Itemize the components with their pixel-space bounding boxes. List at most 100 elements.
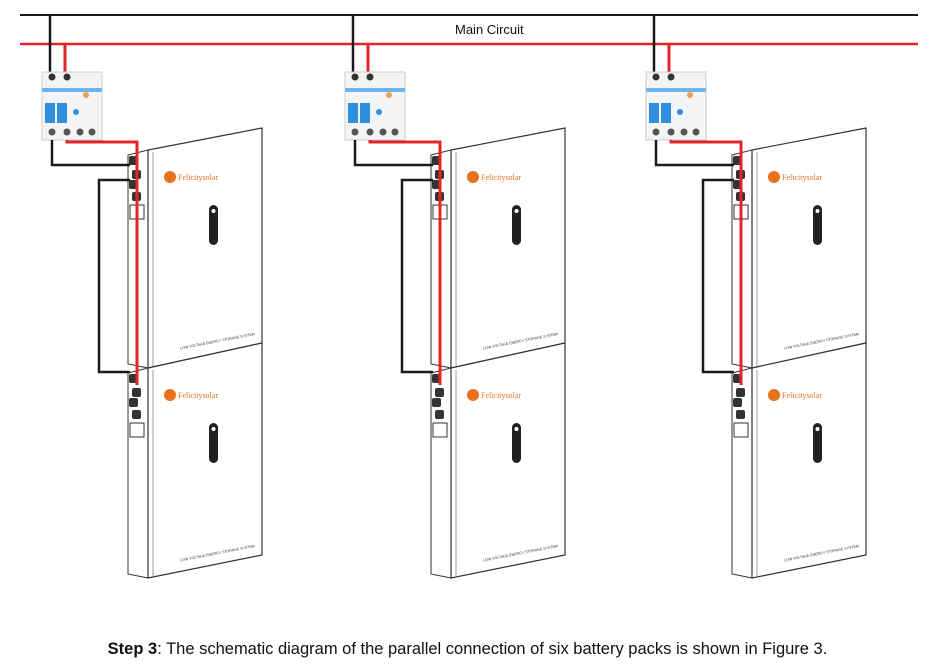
positive-cable xyxy=(669,140,743,385)
breaker-handle xyxy=(57,103,67,123)
negative-cable xyxy=(50,140,130,167)
battery-terminal xyxy=(132,410,141,419)
breaker-indicator xyxy=(687,92,693,98)
battery-front-panel xyxy=(751,342,867,579)
brand-logo: Felicitysolar xyxy=(467,389,521,401)
breaker-terminal xyxy=(63,128,71,136)
battery-front-panel xyxy=(147,342,263,579)
power-button-icon xyxy=(514,209,519,213)
circuit-breaker xyxy=(645,71,707,141)
breaker-terminal xyxy=(366,128,374,136)
brand-logo-mark xyxy=(467,389,479,401)
battery-terminal xyxy=(432,398,441,407)
brand-logo-mark xyxy=(467,171,479,183)
brand-logo-text: Felicitysolar xyxy=(178,173,218,182)
battery-terminal xyxy=(736,388,745,397)
battery-display xyxy=(512,205,521,245)
battery-front-panel xyxy=(450,342,566,579)
breaker-handle xyxy=(45,103,55,123)
battery-display xyxy=(512,423,521,463)
battery-display xyxy=(813,205,822,245)
breaker-input-terminal xyxy=(652,73,660,81)
breaker-input-terminal xyxy=(63,73,71,81)
battery-terminal xyxy=(435,410,444,419)
breaker-test-button xyxy=(376,109,382,115)
battery-switch xyxy=(733,422,749,438)
battery-display xyxy=(813,423,822,463)
battery-terminal xyxy=(736,410,745,419)
figure-caption: Step 3: The schematic diagram of the par… xyxy=(0,640,935,659)
negative-parallel-cable xyxy=(400,178,433,374)
brand-logo-mark xyxy=(768,171,780,183)
power-button-icon xyxy=(211,209,216,213)
brand-logo-text: Felicitysolar xyxy=(782,173,822,182)
negative-cable xyxy=(353,140,433,167)
positive-cable xyxy=(368,140,442,385)
breaker-terminal xyxy=(48,128,56,136)
breaker-handle xyxy=(649,103,659,123)
breaker-terminal xyxy=(667,128,675,136)
battery-terminal xyxy=(733,398,742,407)
breaker-terminal xyxy=(391,128,399,136)
brand-logo: Felicitysolar xyxy=(467,171,521,183)
power-button-icon xyxy=(815,209,820,213)
caption-step: Step 3 xyxy=(107,640,158,658)
breaker-terminal xyxy=(652,128,660,136)
negative-parallel-cable xyxy=(97,178,130,374)
negative-cable xyxy=(654,140,734,167)
breaker-terminal xyxy=(88,128,96,136)
circuit-breaker xyxy=(41,71,103,141)
caption-text: : The schematic diagram of the parallel … xyxy=(157,640,828,658)
breaker-test-button xyxy=(677,109,683,115)
brand-logo: Felicitysolar xyxy=(768,389,822,401)
power-button-icon xyxy=(211,427,216,431)
battery-switch xyxy=(432,422,448,438)
positive-cable xyxy=(65,140,139,385)
breaker-indicator xyxy=(83,92,89,98)
breaker-handle xyxy=(348,103,358,123)
breaker-input-terminal xyxy=(351,73,359,81)
brand-logo: Felicitysolar xyxy=(164,171,218,183)
breaker-stripe xyxy=(42,88,102,92)
breaker-input-terminal xyxy=(667,73,675,81)
battery-display xyxy=(209,205,218,245)
battery-front-panel xyxy=(751,127,867,369)
breaker-input-terminal xyxy=(366,73,374,81)
breaker-terminal xyxy=(379,128,387,136)
battery-front-panel xyxy=(450,127,566,369)
breaker-indicator xyxy=(386,92,392,98)
breaker-handle xyxy=(661,103,671,123)
brand-logo-mark xyxy=(164,171,176,183)
battery-display xyxy=(209,423,218,463)
battery-terminal xyxy=(435,388,444,397)
breaker-terminal xyxy=(692,128,700,136)
breaker-input-terminal xyxy=(48,73,56,81)
battery-switch xyxy=(129,422,145,438)
battery-terminal xyxy=(132,388,141,397)
brand-logo-text: Felicitysolar xyxy=(481,391,521,400)
breaker-terminal xyxy=(351,128,359,136)
brand-logo-mark xyxy=(768,389,780,401)
battery-front-panel xyxy=(147,127,263,369)
breaker-stripe xyxy=(345,88,405,92)
brand-logo-mark xyxy=(164,389,176,401)
brand-logo-text: Felicitysolar xyxy=(481,173,521,182)
breaker-terminal xyxy=(76,128,84,136)
power-button-icon xyxy=(514,427,519,431)
breaker-test-button xyxy=(73,109,79,115)
main-circuit-label: Main Circuit xyxy=(455,22,524,37)
breaker-terminal xyxy=(680,128,688,136)
brand-logo: Felicitysolar xyxy=(164,389,218,401)
breaker-stripe xyxy=(646,88,706,92)
brand-logo-text: Felicitysolar xyxy=(782,391,822,400)
